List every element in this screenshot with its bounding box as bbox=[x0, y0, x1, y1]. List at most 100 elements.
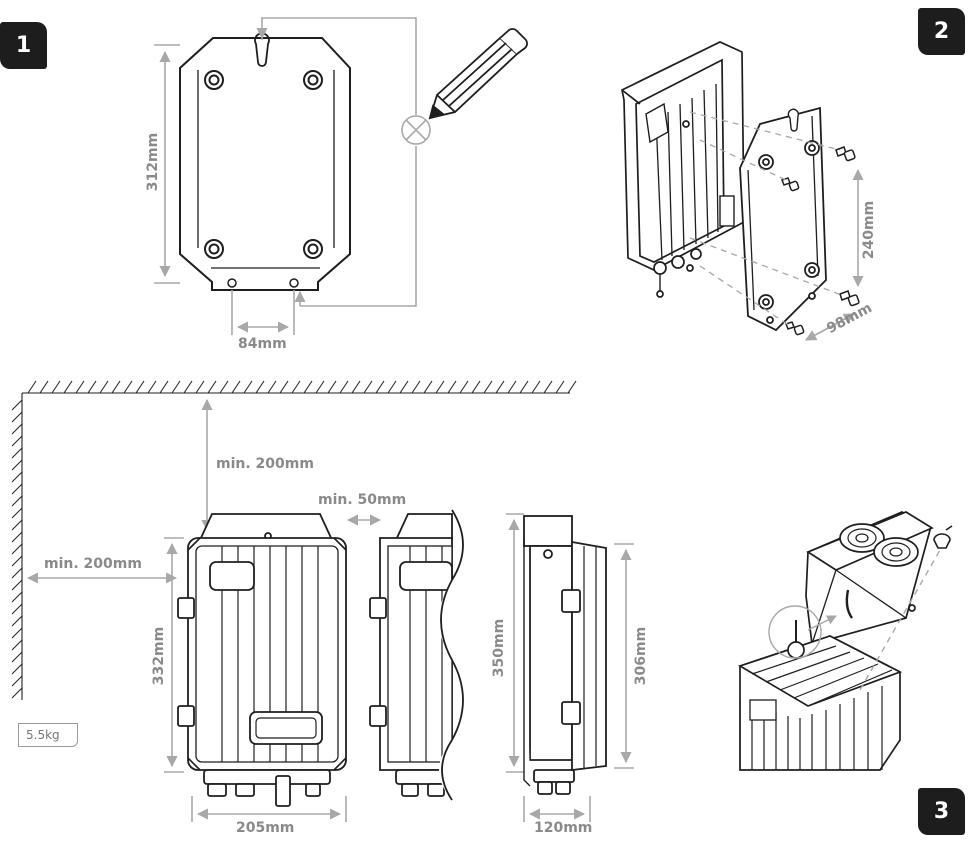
hatch-line bbox=[11, 651, 23, 663]
hatch-line bbox=[11, 543, 23, 555]
hatch-line bbox=[75, 380, 85, 394]
hatch-line bbox=[543, 380, 553, 394]
hatch-line bbox=[11, 615, 23, 627]
hatch-line bbox=[11, 435, 23, 447]
hatch-line bbox=[423, 380, 433, 394]
device-isometric bbox=[621, 41, 745, 298]
hatch-line bbox=[11, 519, 23, 531]
hatch-line bbox=[99, 380, 109, 394]
hatch-line bbox=[279, 380, 289, 394]
hatch-line bbox=[339, 380, 349, 394]
hatch-line bbox=[11, 675, 23, 687]
hatch-line bbox=[11, 627, 23, 639]
hatch-line bbox=[11, 411, 23, 423]
hatch-line bbox=[11, 663, 23, 675]
dim-min-200mm-top: min. 200mm bbox=[216, 456, 314, 472]
hatch-line bbox=[459, 380, 469, 394]
hatch-line bbox=[111, 380, 121, 394]
hatch-line bbox=[123, 380, 133, 394]
hatch-line bbox=[315, 380, 325, 394]
dim-306mm: 306mm bbox=[633, 626, 650, 686]
hatch-line bbox=[11, 399, 23, 411]
hatch-line bbox=[555, 380, 565, 394]
dim-min-50mm: min. 50mm bbox=[318, 492, 407, 508]
hatch-line bbox=[11, 471, 23, 483]
hatch-line bbox=[11, 567, 23, 579]
hatch-line bbox=[387, 380, 397, 394]
device-top-isometric bbox=[737, 620, 903, 771]
hatch-line bbox=[11, 591, 23, 603]
hatch-line bbox=[11, 423, 23, 435]
fan-unit bbox=[805, 511, 934, 646]
hatch-line bbox=[447, 380, 457, 394]
hatch-line bbox=[11, 459, 23, 471]
dim-120mm: 120mm bbox=[534, 820, 593, 836]
hatch-line bbox=[483, 380, 493, 394]
hatch-line bbox=[363, 380, 373, 394]
hatch-line bbox=[507, 380, 517, 394]
hatch-line bbox=[243, 380, 253, 394]
step-3-badge: 3 bbox=[918, 788, 965, 835]
hatch-line bbox=[291, 380, 301, 394]
hatch-line bbox=[207, 380, 217, 394]
hatch-line bbox=[11, 447, 23, 459]
hatch-line bbox=[411, 380, 421, 394]
hatch-line bbox=[531, 380, 541, 394]
hatch-line bbox=[195, 380, 205, 394]
hatch-line bbox=[11, 687, 23, 699]
dim-84mm: 84mm bbox=[238, 336, 287, 352]
mounting-plate-front bbox=[179, 32, 351, 291]
hatch-line bbox=[171, 380, 181, 394]
hatch-line bbox=[11, 639, 23, 651]
hatch-line bbox=[375, 380, 385, 394]
dim-312mm: 312mm bbox=[145, 132, 162, 192]
hatch-line bbox=[327, 380, 337, 394]
device-front-view bbox=[177, 513, 347, 807]
screws bbox=[781, 146, 860, 336]
hatch-line bbox=[267, 380, 277, 394]
hatch-line bbox=[11, 555, 23, 567]
hatch-line bbox=[11, 483, 23, 495]
hatch-line bbox=[11, 507, 23, 519]
hatch-line bbox=[159, 380, 169, 394]
hatch-line bbox=[399, 380, 409, 394]
dim-350mm: 350mm bbox=[491, 618, 508, 678]
device-profile-view bbox=[523, 515, 607, 795]
dim-205mm: 205mm bbox=[236, 820, 295, 836]
hatch-line bbox=[11, 603, 23, 615]
hatch-line bbox=[87, 380, 97, 394]
hatch-line bbox=[11, 531, 23, 543]
hatch-line bbox=[147, 380, 157, 394]
dim-332mm: 332mm bbox=[151, 626, 168, 686]
hatch-line bbox=[519, 380, 529, 394]
hatch-line bbox=[351, 380, 361, 394]
hatch-line bbox=[435, 380, 445, 394]
step-1-badge: 1 bbox=[0, 22, 47, 69]
dim-240mm: 240mm bbox=[861, 200, 878, 260]
hatch-line bbox=[135, 380, 145, 394]
hatch-line bbox=[567, 380, 577, 394]
hatch-line bbox=[255, 380, 265, 394]
hatch-line bbox=[219, 380, 229, 394]
hatch-line bbox=[471, 380, 481, 394]
hatch-line bbox=[39, 380, 49, 394]
hatch-line bbox=[63, 380, 73, 394]
device-side-partial-view bbox=[369, 500, 480, 801]
pencil-icon bbox=[428, 28, 528, 120]
hatch-line bbox=[303, 380, 313, 394]
hatch-line bbox=[183, 380, 193, 394]
wall-bracket-isometric bbox=[739, 106, 827, 332]
fan-screw bbox=[933, 525, 953, 549]
dim-min-200mm-left: min. 200mm bbox=[44, 556, 142, 572]
hatch-line bbox=[231, 380, 241, 394]
hatch-line bbox=[11, 495, 23, 507]
weight-label: 5.5kg bbox=[18, 723, 78, 747]
wall-hatching bbox=[21, 392, 570, 700]
step-2-badge: 2 bbox=[918, 8, 965, 55]
hatch-line bbox=[51, 380, 61, 394]
hatch-line bbox=[11, 579, 23, 591]
hatch-line bbox=[495, 380, 505, 394]
hatch-line bbox=[27, 380, 37, 394]
